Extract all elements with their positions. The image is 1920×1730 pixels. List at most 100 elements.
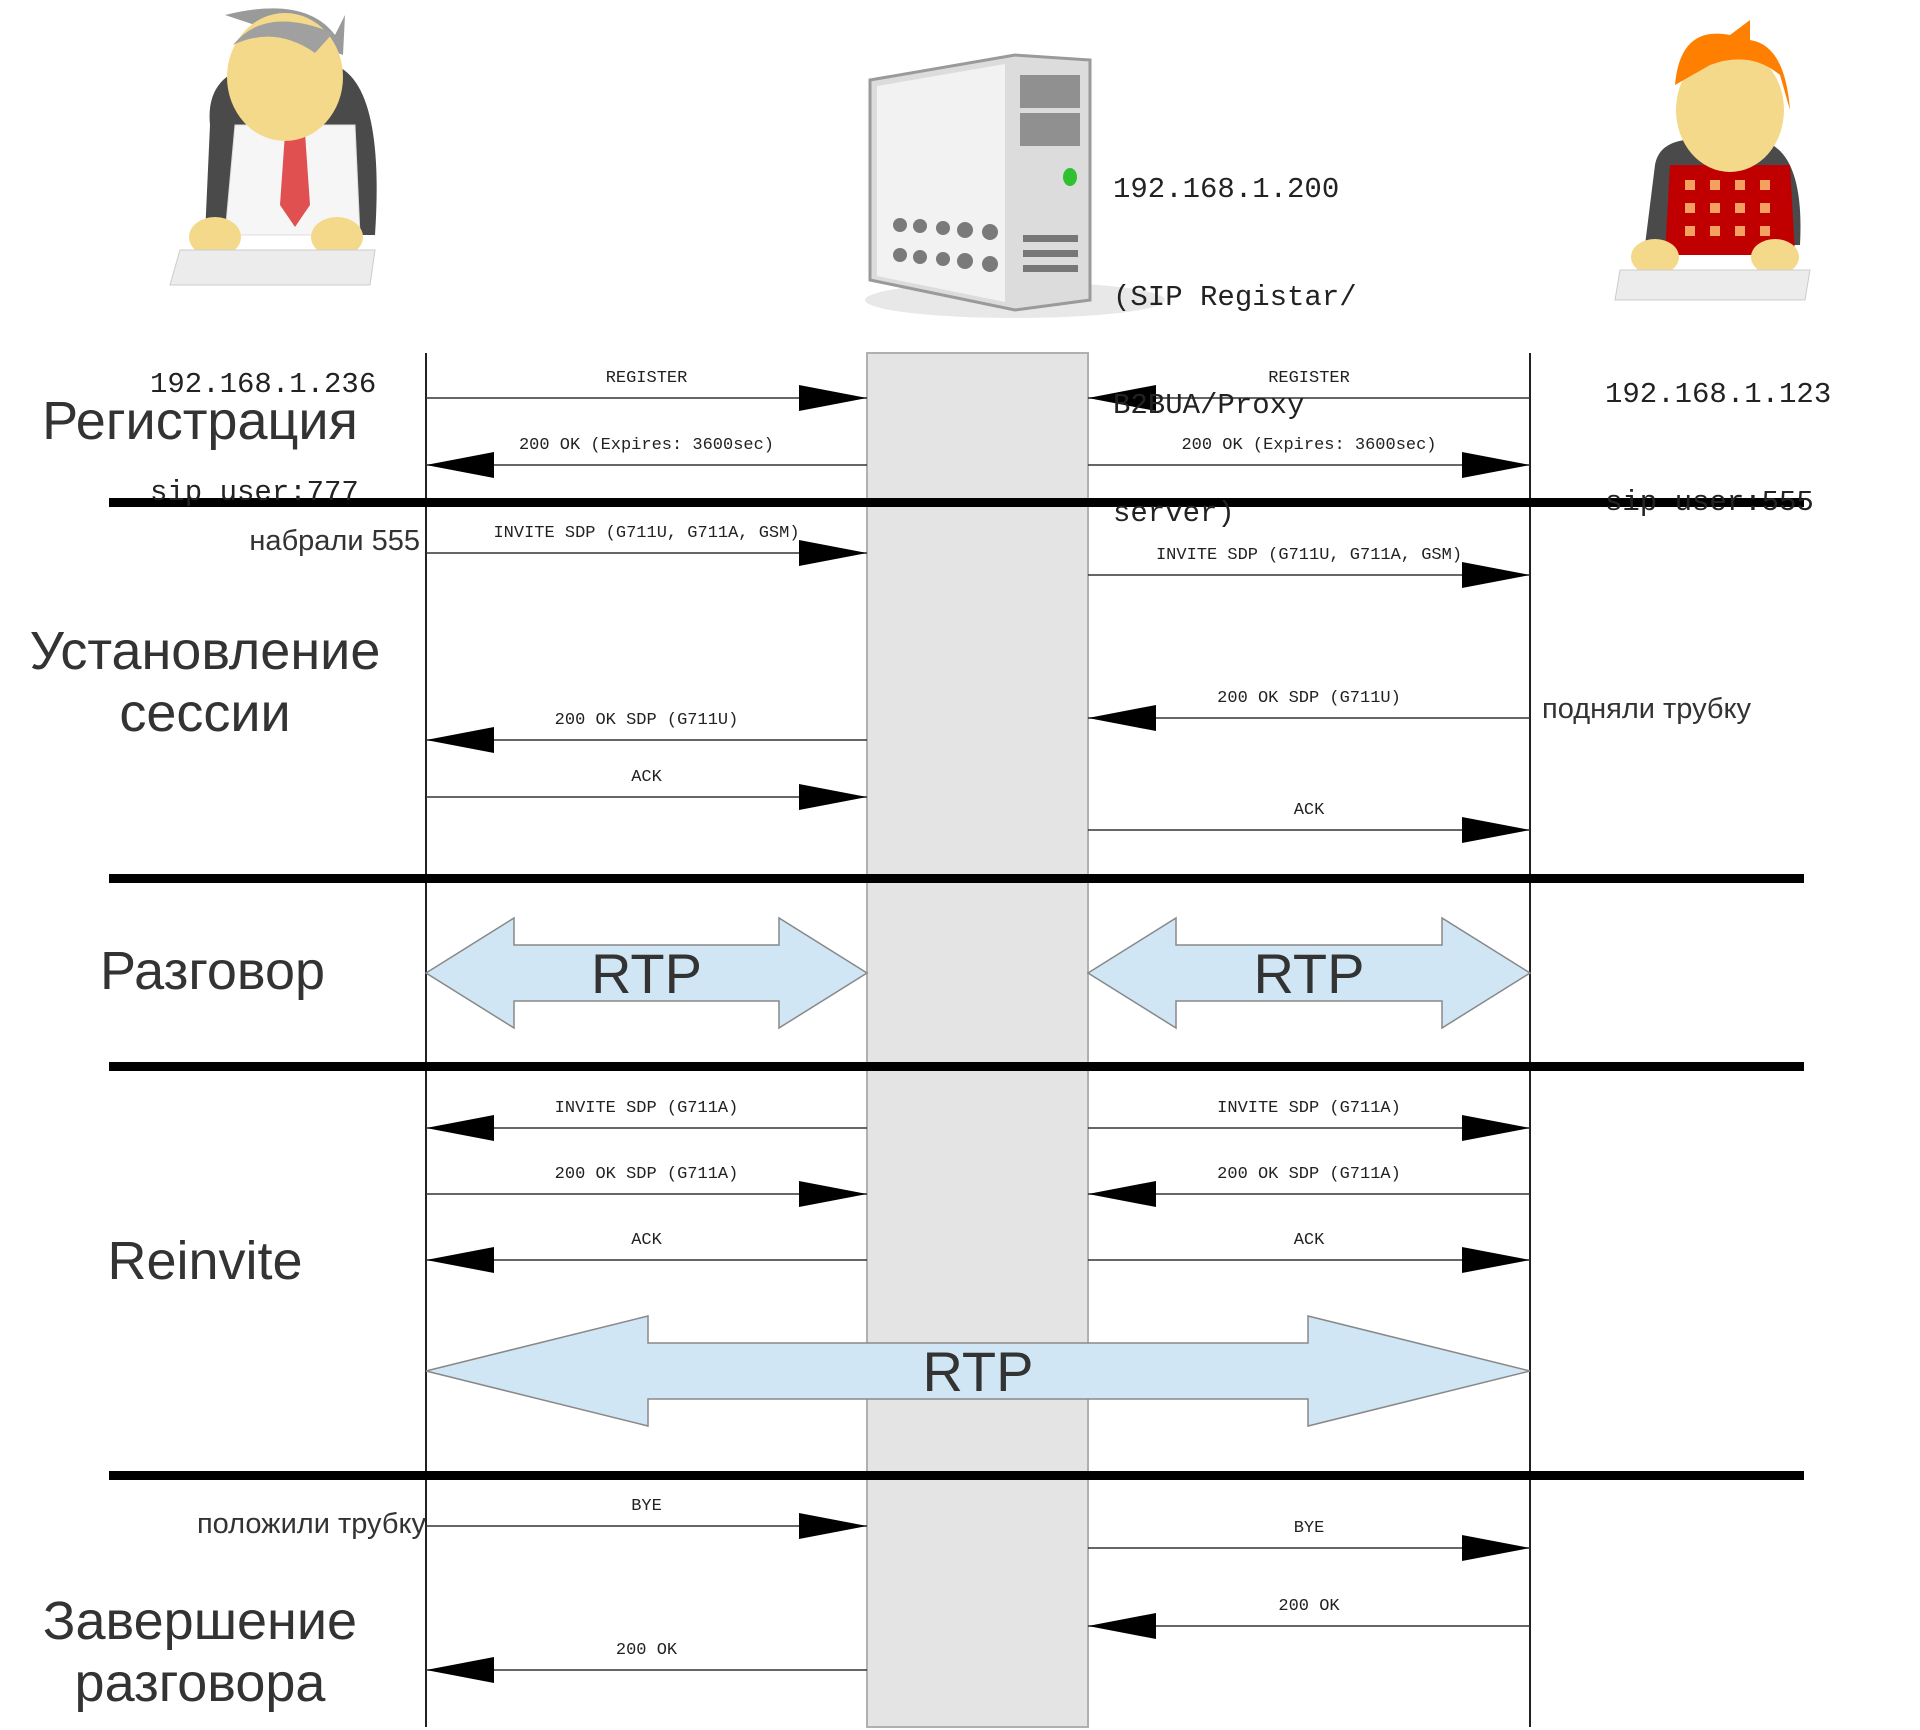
message-label: 200 OK <box>616 1641 678 1660</box>
double-arrow-icon <box>1086 916 1532 1030</box>
caller-user: sip user:777 <box>150 476 359 509</box>
phase-label-line: сессии <box>119 683 291 743</box>
callee-label: 192.168.1.123 sip user:555 <box>1605 305 1831 557</box>
message-label: INVITE SDP (G711A) <box>555 1099 739 1118</box>
rtp-stream: RTP <box>425 1315 1531 1427</box>
phase-label-line: разговора <box>74 1653 326 1713</box>
arrowhead-right-icon <box>799 1181 867 1207</box>
user-with-tie-icon <box>169 8 377 286</box>
arrowhead-left-icon <box>1088 385 1156 411</box>
server-ip: 192.168.1.200 <box>1113 173 1340 206</box>
message-arrow: 200 OK (Expires: 3600sec) <box>426 436 867 478</box>
phase-label-session-setup: Установление сессии <box>10 620 400 744</box>
phase-separator <box>109 1471 1804 1480</box>
server-tower-icon <box>865 53 1165 318</box>
message-label: BYE <box>1294 1519 1325 1538</box>
caller-label: 192.168.1.236 sip user:777 <box>150 295 376 547</box>
message-arrow: ACK <box>426 768 867 810</box>
phase-separator <box>109 1062 1804 1071</box>
rtp-label: RTP <box>1254 942 1365 1005</box>
server-role-line: B2BUA/Proxy <box>1113 389 1305 422</box>
rtp-stream: RTP <box>1086 916 1532 1030</box>
message-label: ACK <box>1294 801 1325 820</box>
message-arrow: REGISTER <box>426 369 867 411</box>
arrowhead-right-icon <box>799 385 867 411</box>
message-arrow: INVITE SDP (G711U, G711A, GSM) <box>426 524 867 566</box>
arrowhead-right-icon <box>799 1513 867 1539</box>
message-label: 200 OK (Expires: 3600sec) <box>519 436 774 455</box>
message-label: 200 OK SDP (G711A) <box>555 1165 739 1184</box>
user-with-sweater-icon <box>1614 20 1811 301</box>
message-label: REGISTER <box>1268 369 1350 388</box>
rtp-label: RTP <box>591 942 702 1005</box>
arrowhead-right-icon <box>799 540 867 566</box>
message-label: 200 OK (Expires: 3600sec) <box>1181 436 1436 455</box>
arrowhead-left-icon <box>426 1247 494 1273</box>
arrowhead-left-icon <box>426 727 494 753</box>
message-label: INVITE SDP (G711U, G711A, GSM) <box>493 524 799 543</box>
arrowhead-left-icon <box>1088 1613 1156 1639</box>
rtp-stream: RTP <box>424 916 869 1030</box>
phase-label-line: Завершение <box>42 1591 358 1651</box>
message-arrow: INVITE SDP (G711A) <box>1088 1099 1530 1141</box>
phase-label-conversation: Разговор <box>99 941 326 1001</box>
message-arrow: 200 OK <box>426 1641 867 1683</box>
arrowhead-right-icon <box>1462 452 1530 478</box>
messages-layer: REGISTER REGISTER 200 OK (Expires: 3600sec… <box>426 369 1530 1683</box>
phase-label-reinvite: Reinvite <box>107 1231 303 1291</box>
arrowhead-right-icon <box>1462 562 1530 588</box>
phase-separator <box>109 498 1804 507</box>
server-role-line: server) <box>1113 497 1235 530</box>
message-label: INVITE SDP (G711A) <box>1217 1099 1401 1118</box>
message-label: 200 OK SDP (G711A) <box>1217 1165 1401 1184</box>
arrowhead-right-icon <box>1462 1247 1530 1273</box>
phase-label-registration: Регистрация <box>42 391 358 451</box>
message-arrow: 200 OK SDP (G711A) <box>1088 1165 1530 1207</box>
message-arrow: 200 OK SDP (G711U) <box>426 711 867 753</box>
phase-label-termination: Завершение разговора <box>20 1590 380 1714</box>
message-label: REGISTER <box>606 369 688 388</box>
arrowhead-left-icon <box>426 1657 494 1683</box>
message-label: 200 OK SDP (G711U) <box>555 711 739 730</box>
arrowhead-left-icon <box>426 1115 494 1141</box>
message-arrow: ACK <box>1088 1231 1530 1273</box>
phase-label-line: Установление <box>29 621 381 681</box>
arrowhead-right-icon <box>1462 817 1530 843</box>
double-arrow-icon <box>425 1315 1531 1427</box>
message-label: ACK <box>631 1231 662 1250</box>
note-hung-up: положили трубку <box>196 1508 426 1540</box>
message-label: 200 OK <box>1278 1597 1340 1616</box>
rtp-layer: RTP RTP RTP <box>424 916 1532 1427</box>
note-picked-up: подняли трубку <box>1542 693 1752 725</box>
caller-ip: 192.168.1.236 <box>150 368 377 401</box>
double-arrow-icon <box>424 916 869 1030</box>
callee-ip: 192.168.1.123 <box>1605 378 1832 411</box>
message-arrow: REGISTER <box>1088 369 1530 411</box>
message-arrow: 200 OK SDP (G711A) <box>426 1165 867 1207</box>
arrowhead-right-icon <box>1462 1115 1530 1141</box>
server-role-line: (SIP Registar/ <box>1113 281 1357 314</box>
message-arrow: 200 OK <box>1088 1597 1530 1639</box>
note-dialed: набрали 555 <box>249 525 420 557</box>
message-arrow: INVITE SDP (G711U, G711A, GSM) <box>1088 546 1530 588</box>
callee-user: sip user:555 <box>1605 486 1814 519</box>
message-label: BYE <box>631 1497 662 1516</box>
message-arrow: ACK <box>426 1231 867 1273</box>
message-label: INVITE SDP (G711U, G711A, GSM) <box>1156 546 1462 565</box>
message-arrow: BYE <box>1088 1519 1530 1561</box>
message-label: ACK <box>1294 1231 1325 1250</box>
server-activation-bar <box>866 352 1089 1728</box>
message-arrow: INVITE SDP (G711A) <box>426 1099 867 1141</box>
message-label: ACK <box>631 768 662 787</box>
arrowhead-left-icon <box>1088 1181 1156 1207</box>
arrowhead-right-icon <box>1462 1535 1530 1561</box>
message-arrow: 200 OK (Expires: 3600sec) <box>1088 436 1530 478</box>
server-label: 192.168.1.200 (SIP Registar/ B2BUA/Proxy… <box>1113 100 1357 568</box>
arrowhead-left-icon <box>426 452 494 478</box>
message-arrow: BYE <box>426 1497 867 1539</box>
arrowhead-left-icon <box>1088 705 1156 731</box>
message-arrow: ACK <box>1088 801 1530 843</box>
message-arrow: 200 OK SDP (G711U) <box>1088 689 1530 731</box>
rtp-label: RTP <box>923 1340 1034 1403</box>
